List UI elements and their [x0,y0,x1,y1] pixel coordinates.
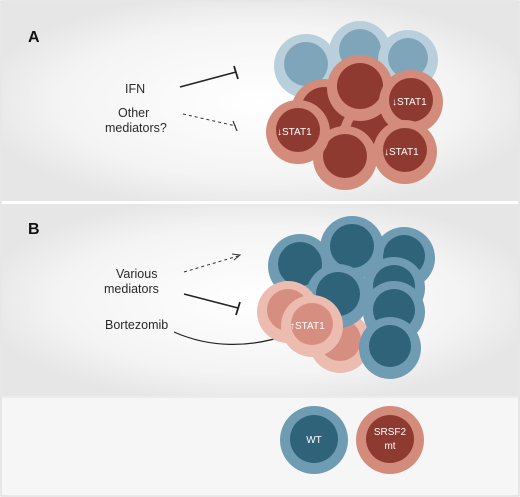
cell-cluster-a: ↓STAT1 ↓STAT1 ↓STAT1 [266,21,443,190]
mediator-other-label-line2: mediators? [105,121,167,135]
panel-b-label: B [28,221,40,238]
mt-cell-stat1-low: ↓STAT1 [373,120,437,184]
legend-background [2,398,518,495]
mediator-various-label-line1: Various [116,267,157,281]
other-mediators-dashed-inhibition [182,113,238,132]
mt-cell-stat1-low: ↓STAT1 [266,100,330,164]
mediator-various-label-line2: mediators [104,282,159,296]
stat1-down-label: ↓STAT1 [277,127,312,138]
legend-wt-label: WT [306,435,322,446]
various-mediators-inhibition-line [183,293,241,316]
wt-cell [320,216,384,280]
stat1-down-label: ↓STAT1 [392,97,427,108]
wt-cell [359,317,421,379]
legend-mt-label-line1: SRSF2 [374,427,407,438]
legend-wt: WT [280,406,348,474]
mediator-other-label-line1: Other [118,106,149,120]
bortezomib-label: Bortezomib [105,318,168,332]
various-mediators-dashed-activation [183,253,242,273]
mediator-ifn-label: IFN [125,82,145,96]
legend-mt-label-line2: mt [384,441,395,452]
legend-srsf2-mt: SRSF2 mt [356,406,424,474]
mt-cell [327,55,393,121]
mt-cell [313,126,377,190]
stat1-down-label: ↓STAT1 [384,147,419,158]
panel-a-label: A [28,29,40,46]
stat1-up-label: ↑STAT1 [290,321,325,332]
mt-cell-stat1-low: ↓STAT1 [379,70,443,134]
mt-cell-stat1-high: ↑STAT1 [281,295,343,357]
cell-cluster-b: ↑STAT1 [257,216,435,379]
ifn-inhibition-line [179,65,239,88]
